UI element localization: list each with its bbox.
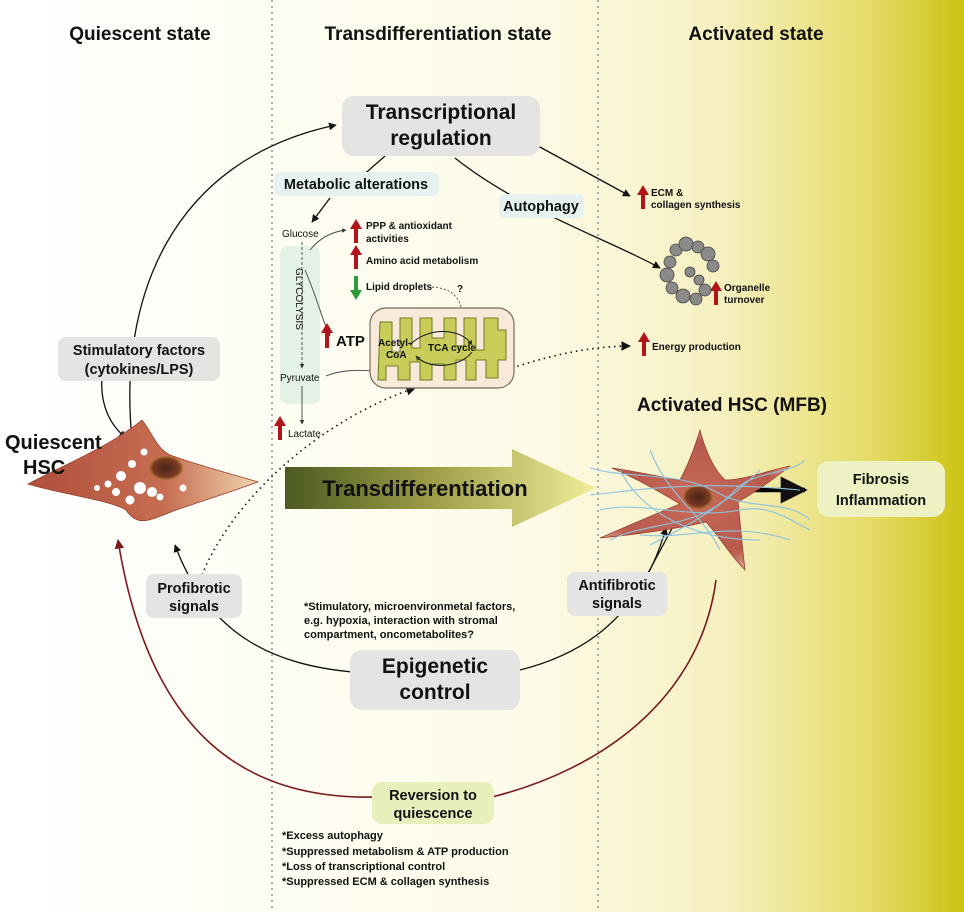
tca-cycle-label: TCA cycle: [428, 343, 476, 354]
metabolic-alterations-label: Metabolic alterations: [284, 177, 428, 193]
box-reversion-to-quiescence: Reversion to quiescence: [372, 782, 494, 824]
up-arrow-ppp: [350, 219, 362, 243]
antifibrotic-signals-line2: signals: [592, 596, 642, 612]
epigenetic-control-line2: control: [399, 681, 470, 704]
arrow-metabolic-to-glucose: [311, 197, 331, 223]
quiescent-hsc-cell: [26, 419, 260, 521]
antifibrotic-signals-line1: Antifibrotic: [578, 578, 655, 594]
arrow-quiescent-to-transcription: [129, 122, 337, 441]
reversion-note-3: *Loss of transcriptional control: [282, 861, 445, 873]
up-arrow-energy: [638, 332, 650, 356]
arrow-transcription-to-ecm: [537, 145, 631, 197]
atp-label: ATP: [336, 333, 365, 350]
profibrotic-signals-line1: Profibrotic: [157, 581, 230, 597]
quiescent-lipid-droplets: [94, 448, 187, 505]
glycolysis-label: GLYCOLYSIS: [293, 268, 304, 330]
box-autophagy: Autophagy: [499, 194, 584, 218]
arrow-glucose-to-ppp: [309, 228, 347, 251]
acetyl-coa-line2: CoA: [386, 350, 407, 361]
pyruvate-label: Pyruvate: [280, 373, 320, 384]
reversion-note-2: *Suppressed metabolism & ATP production: [282, 846, 509, 858]
box-metabolic-alterations: Metabolic alterations: [274, 172, 439, 196]
quiescent-hsc-line2: HSC: [23, 457, 65, 479]
ecm-line2: collagen synthesis: [651, 200, 741, 211]
ecm-line1: ECM &: [651, 188, 683, 199]
up-arrow-amino-acid: [350, 245, 362, 269]
activated-hsc-label: Activated HSC (MFB): [637, 395, 827, 416]
quiescent-hsc-line1: Quiescent: [5, 432, 102, 454]
organelle-line2: turnover: [724, 295, 765, 306]
up-arrow-lactate: [274, 416, 286, 440]
reversion-line1: Reversion to: [389, 788, 477, 804]
glucose-label: Glucose: [282, 229, 319, 240]
box-antifibrotic-signals: Antifibrotic signals: [567, 572, 667, 616]
inflammation-label: Inflammation: [836, 493, 926, 509]
up-arrow-ecm: [637, 185, 649, 209]
transcriptional-regulation-line2: regulation: [390, 127, 492, 150]
profibrotic-signals-line2: signals: [169, 599, 219, 615]
stimulatory-factors-line2: (cytokines/LPS): [85, 362, 194, 378]
question-mark: ?: [457, 284, 463, 295]
lipid-droplets-label: Lipid droplets: [366, 282, 433, 293]
fibrosis-label: Fibrosis: [853, 472, 909, 488]
epigenetic-control-line1: Epigenetic: [382, 655, 489, 678]
transcriptional-regulation-line1: Transcriptional: [366, 101, 517, 124]
transdifferentiation-label: Transdifferentiation: [322, 476, 527, 501]
ppp-line2: activities: [366, 234, 409, 245]
ppp-line1: PPP & antioxidant: [366, 221, 453, 232]
arc-activated-to-reversion: [491, 579, 717, 798]
box-fibrosis-inflammation: Fibrosis Inflammation: [817, 461, 945, 517]
amino-acid-label: Amino acid metabolism: [366, 256, 478, 267]
arrow-transcription-to-organelle: [454, 157, 661, 269]
mitochondrion: Acetyl- CoA TCA cycle: [369, 307, 515, 389]
activated-hsc-cell: [589, 428, 811, 572]
epigenetic-note-line3: compartment, oncometabolites?: [304, 629, 474, 641]
reversion-note-4: *Suppressed ECM & collagen synthesis: [282, 876, 489, 888]
up-arrow-atp: [321, 323, 333, 348]
box-profibrotic-signals: Profibrotic signals: [146, 574, 242, 618]
arc-reversion-to-quiescent: [114, 539, 377, 798]
box-stimulatory-factors: Stimulatory factors (cytokines/LPS): [58, 337, 220, 381]
reversion-line2: quiescence: [394, 806, 473, 822]
stimulatory-factors-line1: Stimulatory factors: [73, 343, 205, 359]
box-epigenetic-control: Epigenetic control: [350, 650, 520, 710]
up-arrow-organelle: [710, 281, 722, 305]
energy-production-label: Energy production: [652, 342, 741, 353]
down-arrow-lipid-droplets: [350, 276, 362, 300]
reversion-note-1: *Excess autophagy: [282, 830, 384, 842]
glycolysis-panel: GLYCOLYSIS: [280, 246, 320, 404]
header-quiescent-state: Quiescent state: [69, 24, 211, 45]
arrow-lipid-to-mito: [431, 286, 464, 313]
autophagosome-cluster: [659, 236, 720, 306]
box-transcriptional-regulation: Transcriptional regulation: [342, 96, 540, 156]
lactate-label: Lactate: [288, 429, 321, 440]
dotted-arrow-profibrotic-to-mito: [199, 386, 416, 581]
organelle-line1: Organelle: [724, 283, 771, 294]
epigenetic-note-line1: *Stimulatory, microenvironmetal factors,: [304, 601, 515, 613]
dotted-arrow-mito-to-energy: [511, 341, 631, 369]
collagen-fibers: [589, 449, 811, 551]
up-arrows: [274, 185, 722, 440]
header-transdifferentiation-state: Transdifferentiation state: [325, 24, 552, 45]
header-activated-state: Activated state: [688, 24, 823, 45]
epigenetic-note-line2: e.g. hypoxia, interaction with stromal: [304, 615, 498, 627]
autophagy-label: Autophagy: [503, 199, 579, 215]
acetyl-coa-line1: Acetyl-: [378, 338, 411, 349]
transdifferentiation-arrow: Transdifferentiation: [285, 449, 596, 527]
